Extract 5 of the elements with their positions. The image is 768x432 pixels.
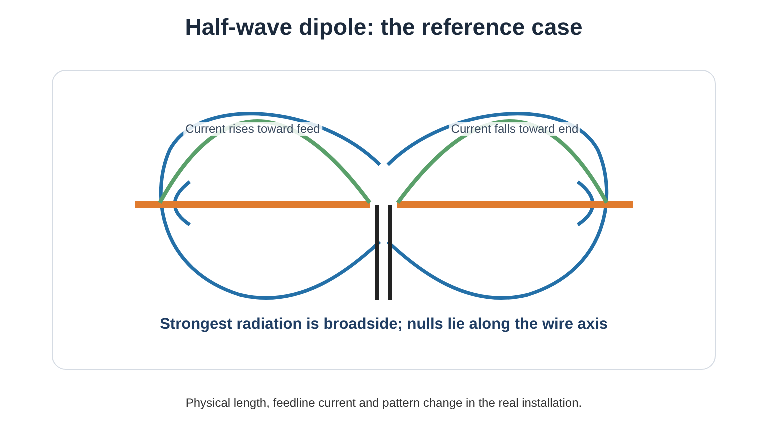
annotation-label: Current rises toward feed (184, 122, 322, 136)
annotation-label: Current falls toward end (449, 122, 581, 136)
summary-note: Strongest radiation is broadside; nulls lie along the wire axis (159, 316, 609, 334)
diagram-title: Half-wave dipole: the reference case (184, 14, 584, 41)
caption: Physical length, feedline current and pattern change in the real installation. (184, 396, 584, 410)
